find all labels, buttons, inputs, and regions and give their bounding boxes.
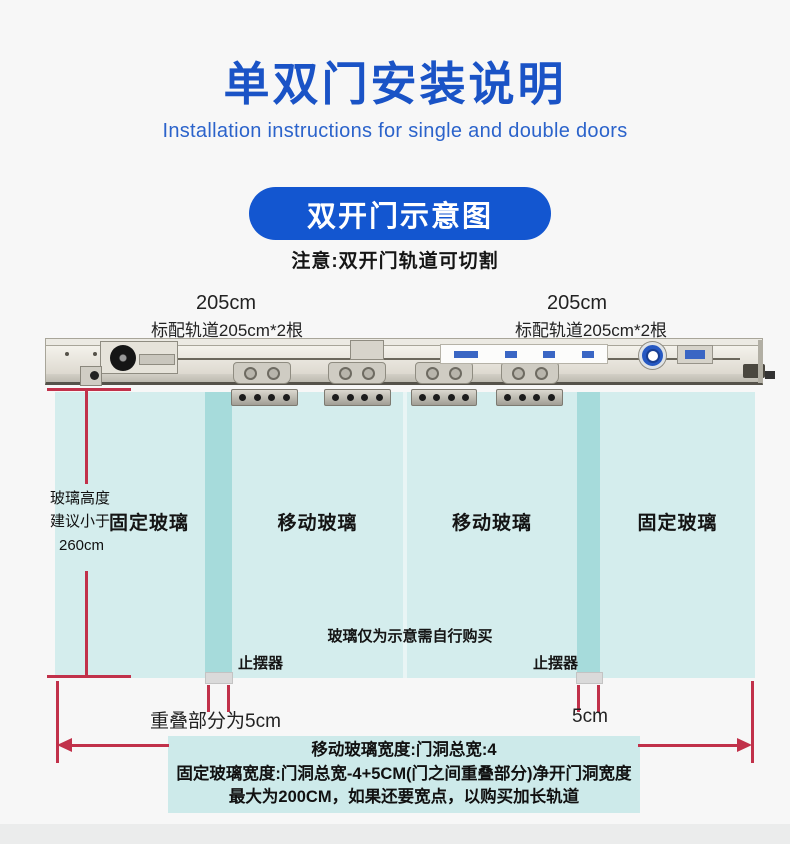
track-length-left-label: 205cm xyxy=(195,292,257,314)
dimension-endbar-left xyxy=(56,681,59,763)
track-photo xyxy=(45,338,775,392)
roller-hanger-icon xyxy=(328,362,386,384)
glass-height-line2: 建议小于 xyxy=(50,513,111,531)
dimension-tick-top xyxy=(47,388,131,391)
end-fitting-icon xyxy=(765,371,775,379)
dimension-line-height-upper xyxy=(85,391,88,484)
glass-height-note: 玻璃高度 建议小于 260cm xyxy=(50,487,130,557)
info-line-1: 移动玻璃宽度:门洞总宽:4 xyxy=(311,741,497,760)
belt-clip-icon xyxy=(350,340,384,360)
screw-icon xyxy=(93,352,97,356)
glass-clamp xyxy=(496,389,563,406)
pulley-wheel-icon xyxy=(110,345,136,371)
arrowhead-left-icon xyxy=(57,738,72,752)
overlap-tick xyxy=(597,685,600,712)
roller-hanger-icon xyxy=(415,362,473,384)
panel-fixed-right: 固定玻璃 xyxy=(600,392,755,678)
overlap-tick xyxy=(227,685,230,712)
page-subtitle: Installation instructions for single and… xyxy=(162,120,628,142)
solenoid-box-icon xyxy=(677,345,713,364)
section-pill-label: 双开门示意图 xyxy=(306,200,493,233)
info-line-2: 固定玻璃宽度:门洞总宽-4+5CM(门之间重叠部分)净开门洞宽度 xyxy=(176,764,632,783)
stopper-label-right: 止摆器 xyxy=(533,655,579,672)
glass-purchase-note: 玻璃仅为示意需自行购买 xyxy=(327,628,493,645)
section-pill-button[interactable]: 双开门示意图 xyxy=(249,187,551,240)
end-stop-bracket-icon xyxy=(80,366,102,386)
motor-icon xyxy=(639,342,666,369)
track-cut-note: 注意:双开门轨道可切割 xyxy=(291,251,499,272)
rail-end-cap xyxy=(758,340,763,383)
panel-divider xyxy=(403,392,407,678)
width-arrow-line-left xyxy=(62,744,169,747)
glass-clamp xyxy=(231,389,298,406)
panel-fixed-right-label: 固定玻璃 xyxy=(637,513,718,534)
panel-moving-left: 移动玻璃 xyxy=(232,392,403,678)
panel-moving-right: 移动玻璃 xyxy=(407,392,577,678)
panel-fixed-left: 固定玻璃 xyxy=(55,392,205,678)
screw-icon xyxy=(65,352,69,356)
panel-moving-right-label: 移动玻璃 xyxy=(451,513,532,534)
dimension-line-height-lower xyxy=(85,571,88,678)
track-spec-right-label: 标配轨道205cm*2根 xyxy=(514,321,668,340)
controller-box-icon xyxy=(440,344,608,364)
overlap-tick xyxy=(577,685,580,712)
roller-hanger-icon xyxy=(233,362,291,384)
panel-fixed-left-label: 固定玻璃 xyxy=(108,513,189,534)
dimension-tick-bottom xyxy=(47,675,131,678)
overlap-tick xyxy=(207,685,210,712)
pulley-tensioner-icon xyxy=(139,354,175,365)
track-length-right-label: 205cm xyxy=(546,292,608,314)
width-arrow-line-right xyxy=(638,744,741,747)
stopper-label-left: 止摆器 xyxy=(238,655,284,672)
info-line-3: 最大为200CM，如果还要宽点，以购买加长轨道 xyxy=(228,788,580,807)
overlap-dimension-left-label: 重叠部分为5cm xyxy=(150,711,281,732)
width-info-box: 移动玻璃宽度:门洞总宽:4 固定玻璃宽度:门洞总宽-4+5CM(门之间重叠部分)… xyxy=(168,736,640,813)
belt-pulley-icon xyxy=(100,341,178,374)
stopper-block-right xyxy=(576,672,603,684)
dimension-endbar-right xyxy=(751,681,754,763)
page-title: 单双门安装说明 xyxy=(223,58,567,110)
footer-strip xyxy=(0,824,790,844)
stopper-block-left xyxy=(205,672,233,684)
overlap-dimension-right-label: 5cm xyxy=(572,706,608,727)
rail-bottom-lip xyxy=(45,374,763,385)
glass-height-line3: 260cm xyxy=(59,536,105,554)
overlap-strip-left xyxy=(205,392,232,678)
glass-clamp xyxy=(411,389,477,406)
track-spec-left-label: 标配轨道205cm*2根 xyxy=(150,321,304,340)
arrowhead-right-icon xyxy=(737,738,752,752)
glass-height-line1: 玻璃高度 xyxy=(50,490,111,507)
panel-moving-left-label: 移动玻璃 xyxy=(277,513,358,534)
glass-clamp xyxy=(324,389,391,406)
overlap-strip-right xyxy=(577,392,600,678)
roller-hanger-icon xyxy=(501,362,559,384)
